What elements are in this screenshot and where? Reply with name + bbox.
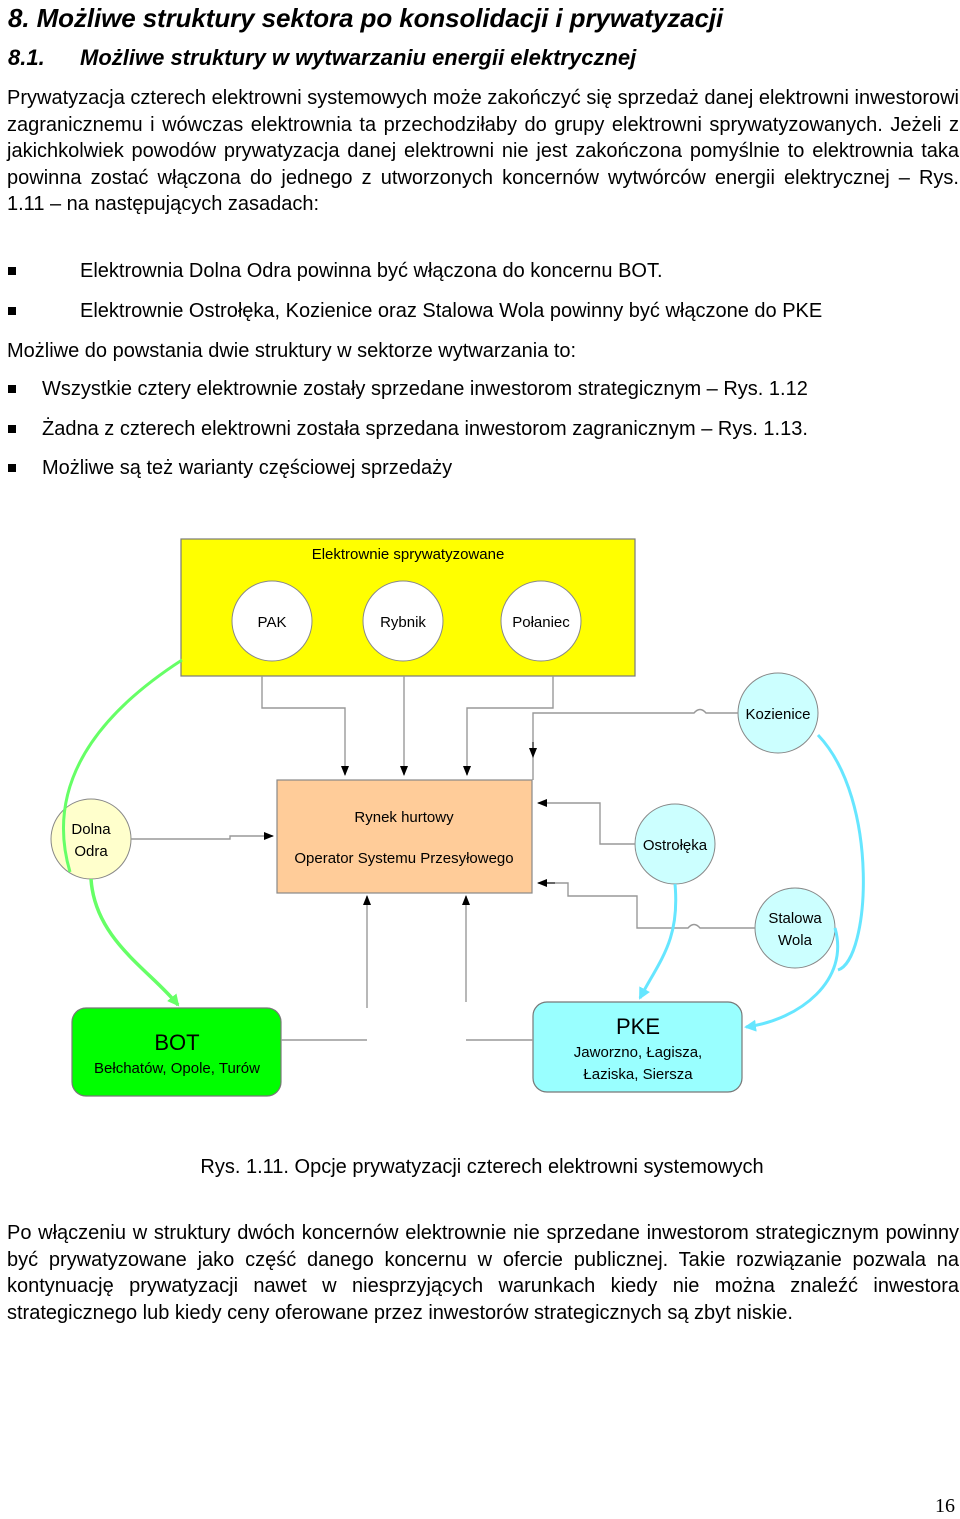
subsection-title: Możliwe struktury w wytwarzaniu energii … — [80, 45, 637, 70]
square-bullet-icon — [8, 464, 16, 472]
figure-caption: Rys. 1.11. Opcje prywatyzacji czterech e… — [200, 1156, 764, 1178]
privatized-box-label: Elektrownie sprywatyzowane — [312, 546, 505, 563]
pke-name: PKE — [616, 1014, 660, 1039]
arrow-ostroleka-to-pke — [638, 883, 678, 1000]
curve-privatized-dolna — [62, 658, 183, 873]
plant-label-kozienice: Kozienice — [745, 706, 810, 723]
curve-spacer — [640, 670, 723, 820]
plant-node-pak — [231, 580, 313, 662]
square-bullet-icon — [8, 385, 16, 393]
rule-text: Elektrownie Ostrołęka, Kozienice oraz St… — [80, 300, 823, 322]
structures-intro: Możliwe do powstania dwie struktury w se… — [7, 340, 577, 362]
subsection-number: 8.1. — [8, 45, 45, 70]
arrow-stalowa-to-pke — [744, 927, 840, 1032]
option-text: Żadna z czterech elektrowni została sprz… — [42, 418, 808, 440]
paragraph-consolidation: Po włączeniu w struktury dwóch koncernów… — [7, 1222, 959, 1324]
plant-node-stalowa-wola — [754, 887, 836, 969]
wholesale-market-box — [276, 779, 533, 894]
flow-arrow — [463, 676, 554, 776]
subsection-heading: 8.1. Możliwe struktury w wytwarzaniu ener… — [8, 40, 636, 76]
kozienice-market-connector — [532, 708, 738, 780]
flow-arrow — [131, 832, 274, 840]
square-bullet-icon — [8, 267, 16, 275]
bot-concern-box — [71, 1007, 282, 1097]
pke-members-line1: Jaworzno, Łagisza, — [574, 1044, 702, 1061]
pke-concern-box — [532, 1001, 743, 1093]
plant-label-dolna-line1: Dolna — [71, 821, 111, 838]
section-heading: 8. Możliwe struktury sektora po konsolid… — [8, 3, 724, 33]
plant-label-stalowa-line2: Wola — [778, 932, 813, 949]
plant-label-pak: PAK — [258, 614, 287, 631]
paragraph-privatization: Prywatyzacja czterech elektrowni systemo… — [7, 87, 959, 215]
arrow-dolna-to-bot — [89, 878, 180, 1007]
plant-label-rybnik: Rybnik — [380, 614, 426, 631]
option-text: Możliwe są też warianty częściowej sprze… — [42, 457, 453, 479]
plant-node-rybnik — [362, 580, 444, 662]
market-label-line1: Rynek hurtowy — [354, 809, 454, 826]
curve-spacer — [635, 660, 758, 698]
plant-label-polaniec: Połaniec — [512, 614, 570, 631]
plant-label-ostroleka: Ostrołęka — [643, 837, 708, 854]
plant-node-polaniec — [500, 580, 582, 662]
arrow-kozienice-curve — [816, 733, 865, 972]
flow-arrow — [261, 676, 349, 776]
flow-arrow — [537, 799, 635, 845]
square-bullet-icon — [8, 425, 16, 433]
curve-spacer — [712, 750, 762, 815]
privatization-diagram: Elektrownie sprywatyzowane PAK Rybnik Po… — [50, 538, 865, 1097]
option-text: Wszystkie cztery elektrownie zostały spr… — [42, 378, 808, 400]
bot-name: BOT — [154, 1030, 199, 1055]
bot-members: Bełchatów, Opole, Turów — [94, 1060, 260, 1077]
pke-members-line2: Łaziska, Siersza — [583, 1066, 693, 1083]
square-bullet-icon — [8, 307, 16, 315]
plant-label-stalowa-line1: Stalowa — [768, 910, 822, 927]
rule-text: Elektrownia Dolna Odra powinna być włącz… — [80, 260, 663, 282]
page-number: 16 — [935, 1495, 955, 1517]
plant-label-dolna-line2: Odra — [74, 843, 108, 860]
stalowa-market-connector — [538, 882, 755, 929]
curve-spacer — [660, 661, 740, 720]
market-label-line2: Operator Systemu Przesyłowego — [294, 850, 513, 867]
